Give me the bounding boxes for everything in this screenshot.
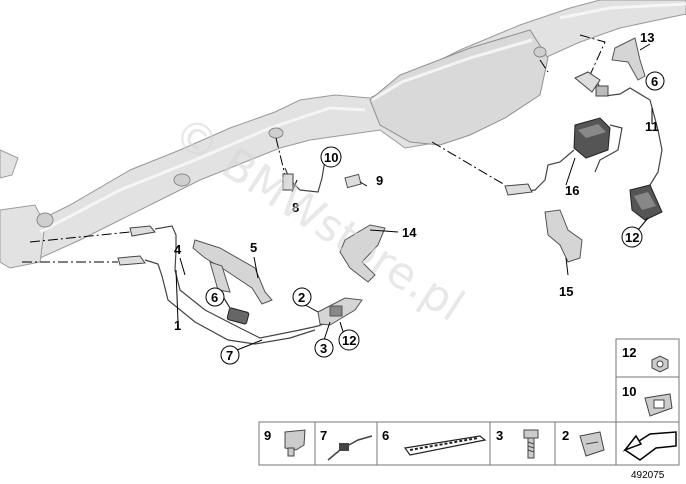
callout-2: 2 — [298, 290, 305, 305]
callout-8: 8 — [292, 200, 299, 215]
pipe-highlights — [39, 2, 686, 234]
callout-12a: 12 — [342, 333, 356, 348]
callout-7: 7 — [226, 348, 233, 363]
callout-10: 10 — [324, 150, 338, 165]
legend-label-12: 12 — [622, 345, 636, 360]
spring-clip-icon — [579, 431, 605, 457]
callout-6b: 6 — [651, 74, 658, 89]
legend-label-6: 6 — [382, 428, 389, 443]
callout-labels: 1 4 5 6 7 8 9 10 14 2 3 12 16 15 13 6 11… — [174, 30, 665, 365]
sensor-clip-center — [317, 297, 363, 326]
bolt-icon — [523, 429, 539, 459]
catalytic-converter — [369, 29, 549, 146]
oxygen-sensor-rear — [574, 71, 663, 186]
callout-16: 16 — [565, 183, 579, 198]
callout-11: 11 — [645, 119, 659, 134]
bracket-13 — [611, 37, 646, 81]
callout-3: 3 — [320, 341, 327, 356]
legend-right: 12 10 — [615, 338, 680, 423]
callout-14: 14 — [402, 225, 417, 240]
cable-strap-icon — [403, 435, 487, 456]
connector-6 — [226, 307, 250, 325]
legend-label-9: 9 — [264, 428, 271, 443]
legend-label-3: 3 — [496, 428, 503, 443]
callout-13: 13 — [640, 30, 654, 45]
clip-nut-icon — [644, 393, 673, 417]
arrow-icon — [622, 431, 677, 461]
document-number: 492075 — [631, 470, 665, 481]
legend-bottom: 9 7 6 3 2 — [258, 421, 680, 466]
bracket-clip-icon — [284, 429, 306, 457]
callout-6a: 6 — [211, 290, 218, 305]
callout-4: 4 — [174, 242, 182, 257]
oxygen-sensor-front — [117, 225, 341, 345]
cable-tie-icon — [327, 435, 373, 461]
callout-9: 9 — [376, 173, 383, 188]
legend-label-10: 10 — [622, 384, 636, 399]
legend-label-7: 7 — [320, 428, 327, 443]
nut-icon — [651, 355, 669, 373]
callout-15: 15 — [559, 284, 573, 299]
control-unit-16 — [504, 117, 623, 196]
callout-12b: 12 — [625, 230, 639, 245]
control-unit-12 — [629, 184, 663, 221]
bracket-5 — [192, 239, 273, 305]
callout-5: 5 — [250, 240, 257, 255]
reference-lines — [22, 34, 606, 263]
sensor-bosses — [36, 46, 547, 228]
bracket-14 — [339, 224, 386, 283]
bracket-15 — [544, 209, 583, 263]
callout-1: 1 — [174, 318, 181, 333]
legend-label-2: 2 — [562, 428, 569, 443]
